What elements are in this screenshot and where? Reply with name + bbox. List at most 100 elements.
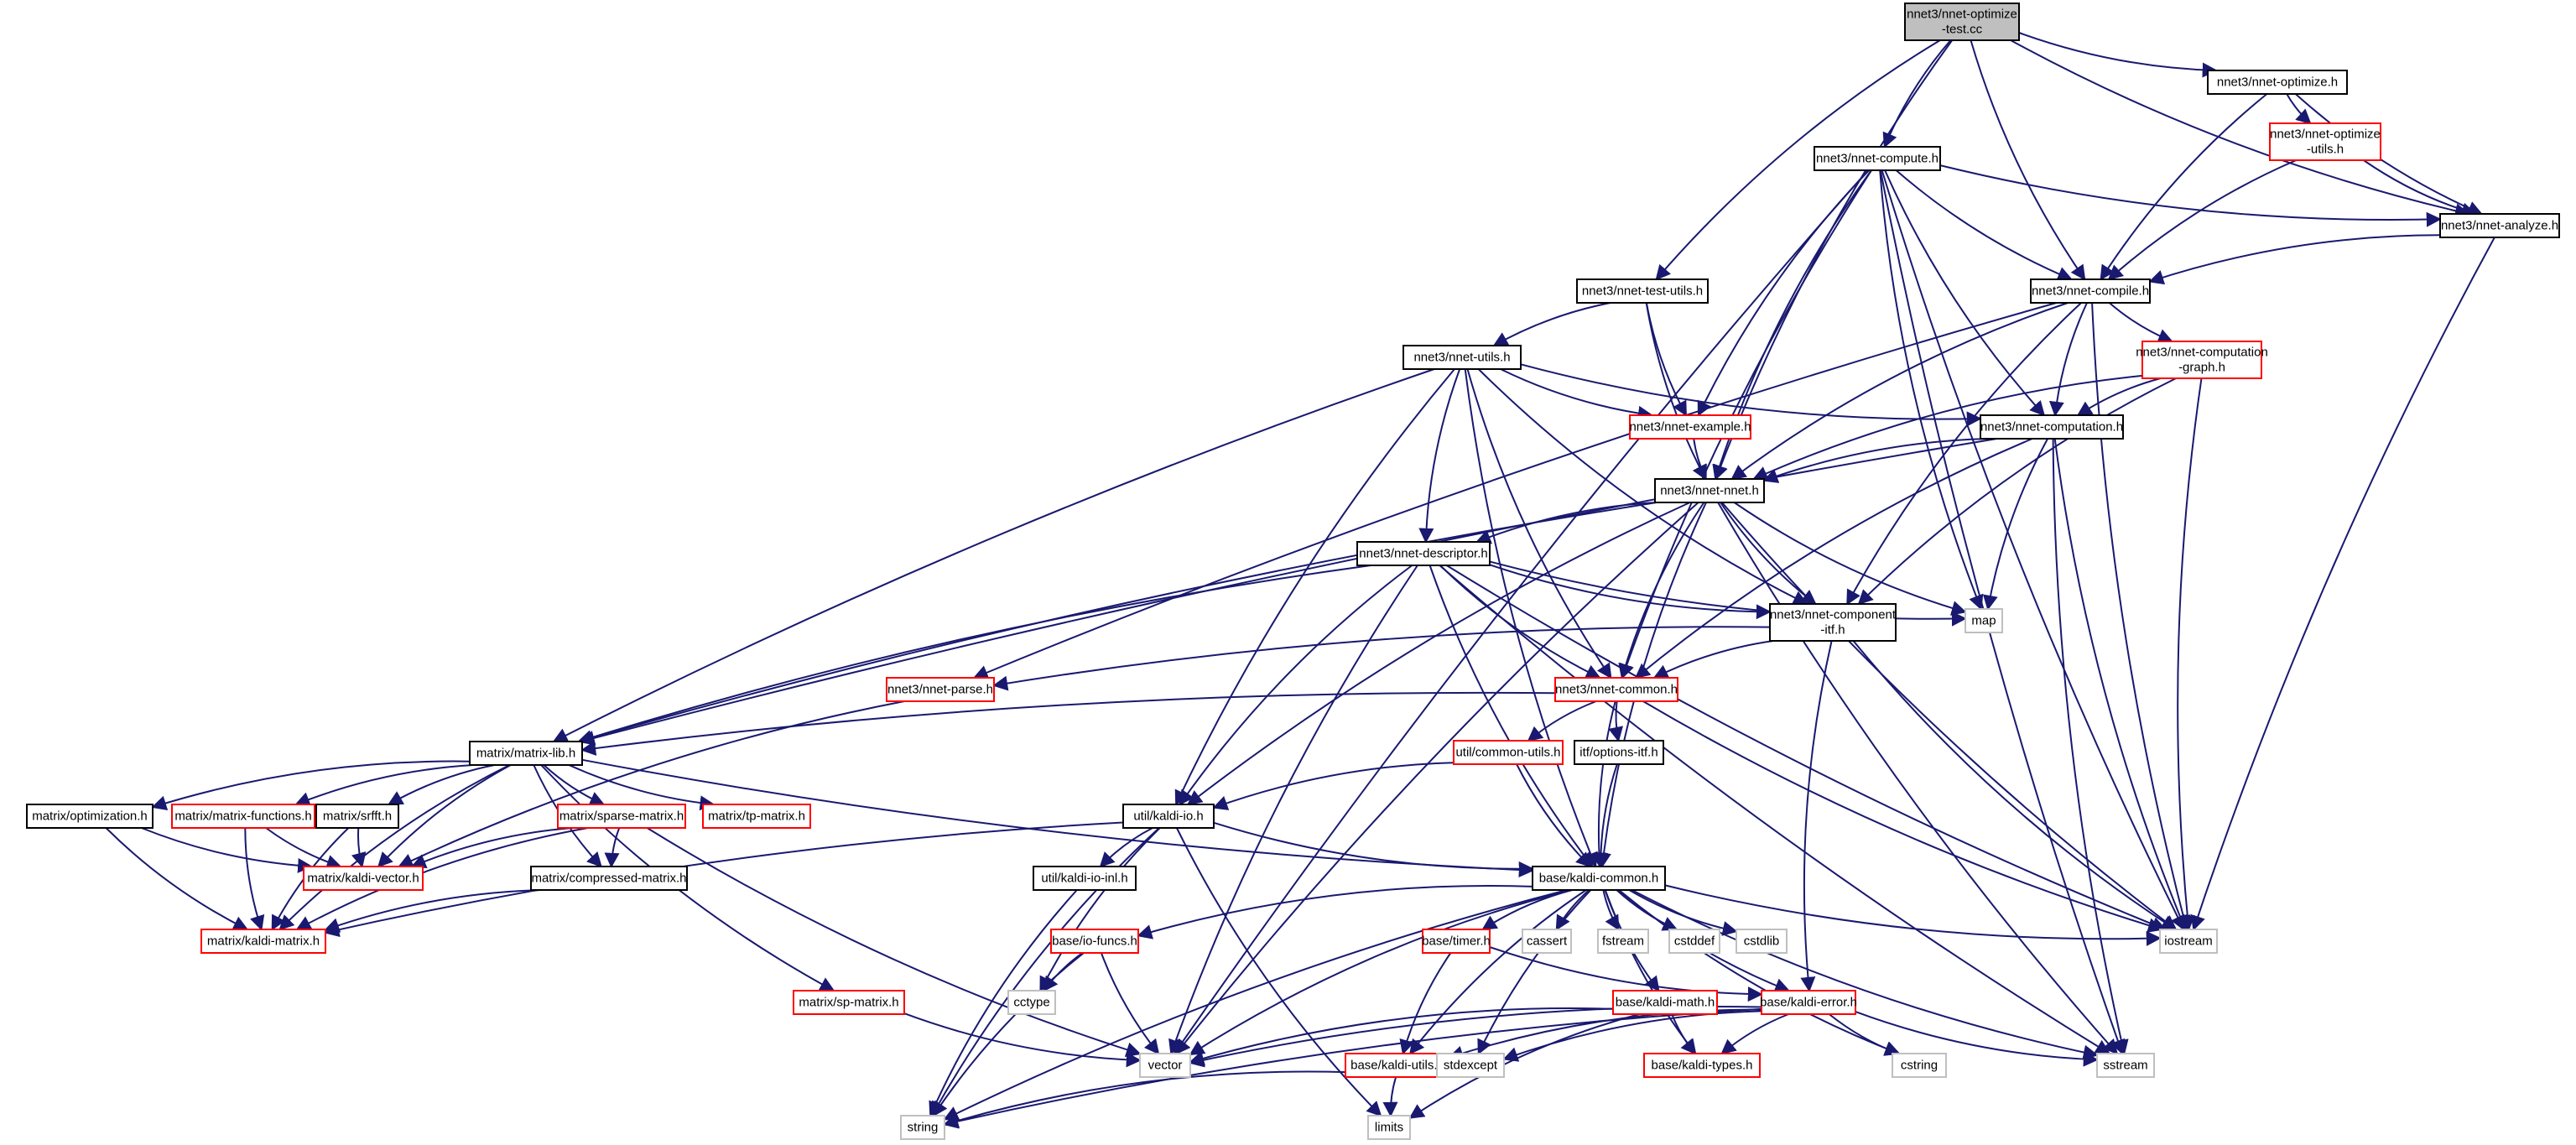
node-box-commonutils[interactable] bbox=[1453, 740, 1564, 765]
node-box-limits[interactable] bbox=[1367, 1115, 1411, 1140]
node-box-root[interactable] bbox=[1904, 3, 2020, 41]
node-box-nnet[interactable] bbox=[1654, 478, 1765, 503]
node-compile[interactable]: nnet3/nnet-compile.h bbox=[2030, 278, 2151, 304]
node-kaldicommon[interactable]: base/kaldi-common.h bbox=[1532, 866, 1666, 891]
node-kaldivector[interactable]: matrix/kaldi-vector.h bbox=[303, 866, 424, 891]
node-box-stdexcept[interactable] bbox=[1436, 1053, 1505, 1078]
node-box-kaldivector[interactable] bbox=[303, 866, 424, 891]
node-iostream[interactable]: iostream bbox=[2159, 929, 2218, 954]
node-box-cstring[interactable] bbox=[1892, 1053, 1947, 1078]
node-compressed[interactable]: matrix/compressed-matrix.h bbox=[530, 866, 688, 891]
node-nnetutils[interactable]: nnet3/nnet-utils.h bbox=[1402, 345, 1522, 370]
node-iofuncs[interactable]: base/io-funcs.h bbox=[1050, 929, 1139, 954]
node-cctype[interactable]: cctype bbox=[1007, 990, 1056, 1015]
node-box-kaldiutils[interactable] bbox=[1345, 1053, 1450, 1078]
node-box-iostream[interactable] bbox=[2159, 929, 2218, 954]
node-box-compute[interactable] bbox=[1814, 146, 1941, 171]
node-common[interactable]: nnet3/nnet-common.h bbox=[1554, 677, 1678, 702]
node-box-srfft[interactable] bbox=[315, 804, 399, 829]
node-fstream[interactable]: fstream bbox=[1597, 929, 1649, 954]
node-commonutils[interactable]: util/common-utils.h bbox=[1453, 740, 1564, 765]
node-tpmatrix[interactable]: matrix/tp-matrix.h bbox=[702, 804, 811, 829]
node-cstddef[interactable]: cstddef bbox=[1668, 929, 1720, 954]
node-box-optionsitf[interactable] bbox=[1574, 740, 1664, 765]
node-analyze[interactable]: nnet3/nnet-analyze.h bbox=[2439, 213, 2560, 238]
node-box-kaldytypes[interactable] bbox=[1643, 1053, 1761, 1078]
node-box-example[interactable] bbox=[1629, 414, 1751, 440]
node-box-fstream[interactable] bbox=[1597, 929, 1649, 954]
node-nnet[interactable]: nnet3/nnet-nnet.h bbox=[1654, 478, 1765, 503]
node-sstream[interactable]: sstream bbox=[2096, 1053, 2155, 1078]
node-optutils[interactable]: nnet3/nnet-optimize-utils.h bbox=[2269, 122, 2381, 161]
node-kaldiio[interactable]: util/kaldi-io.h bbox=[1122, 804, 1215, 829]
node-box-optimize[interactable] bbox=[2207, 70, 2348, 95]
node-compute[interactable]: nnet3/nnet-compute.h bbox=[1814, 146, 1941, 171]
node-box-vector[interactable] bbox=[1139, 1053, 1191, 1078]
node-box-kaldimatrix[interactable] bbox=[200, 929, 326, 954]
node-box-kaldicommon[interactable] bbox=[1532, 866, 1666, 891]
node-matrixlib[interactable]: matrix/matrix-lib.h bbox=[469, 741, 583, 766]
node-box-compgraph[interactable] bbox=[2141, 341, 2262, 379]
node-srfft[interactable]: matrix/srfft.h bbox=[315, 804, 399, 829]
node-kaldimath[interactable]: base/kaldi-math.h bbox=[1612, 990, 1718, 1015]
node-box-cassert[interactable] bbox=[1522, 929, 1572, 954]
node-box-kaldimath[interactable] bbox=[1612, 990, 1718, 1015]
node-box-analyze[interactable] bbox=[2439, 213, 2560, 238]
node-optimization[interactable]: matrix/optimization.h bbox=[26, 804, 154, 829]
node-cstdlib[interactable]: cstdlib bbox=[1736, 929, 1788, 954]
node-computation[interactable]: nnet3/nnet-computation.h bbox=[1980, 414, 2124, 440]
node-kaldiioinl[interactable]: util/kaldi-io-inl.h bbox=[1033, 866, 1137, 891]
node-box-timer[interactable] bbox=[1422, 929, 1491, 954]
node-descriptor[interactable]: nnet3/nnet-descriptor.h bbox=[1356, 541, 1491, 566]
node-box-cstddef[interactable] bbox=[1668, 929, 1720, 954]
node-map[interactable]: map bbox=[1965, 608, 2003, 633]
node-cassert[interactable]: cassert bbox=[1522, 929, 1572, 954]
node-box-spmatrix[interactable] bbox=[793, 990, 905, 1015]
node-box-sparse[interactable] bbox=[557, 804, 686, 829]
node-testutils[interactable]: nnet3/nnet-test-utils.h bbox=[1576, 278, 1709, 304]
node-box-cstdlib[interactable] bbox=[1736, 929, 1788, 954]
node-box-sstream[interactable] bbox=[2096, 1053, 2155, 1078]
node-box-optimization[interactable] bbox=[26, 804, 154, 829]
node-optimize[interactable]: nnet3/nnet-optimize.h bbox=[2207, 70, 2348, 95]
node-compgraph[interactable]: nnet3/nnet-computation-graph.h bbox=[2136, 341, 2268, 379]
node-spmatrix[interactable]: matrix/sp-matrix.h bbox=[793, 990, 905, 1015]
node-box-descriptor[interactable] bbox=[1356, 541, 1491, 566]
node-box-parse[interactable] bbox=[886, 677, 995, 702]
node-box-matfuncs[interactable] bbox=[171, 804, 315, 829]
node-box-compile[interactable] bbox=[2030, 278, 2151, 304]
node-example[interactable]: nnet3/nnet-example.h bbox=[1629, 414, 1751, 440]
node-matfuncs[interactable]: matrix/matrix-functions.h bbox=[171, 804, 315, 829]
node-compitf[interactable]: nnet3/nnet-component-itf.h bbox=[1769, 603, 1897, 642]
node-root[interactable]: nnet3/nnet-optimize-test.cc bbox=[1904, 3, 2020, 41]
node-box-kaldierror[interactable] bbox=[1761, 990, 1856, 1015]
node-kaldimatrix[interactable]: matrix/kaldi-matrix.h bbox=[200, 929, 326, 954]
node-box-iofuncs[interactable] bbox=[1050, 929, 1139, 954]
node-stdexcept[interactable]: stdexcept bbox=[1436, 1053, 1505, 1078]
node-kaldytypes[interactable]: base/kaldi-types.h bbox=[1643, 1053, 1761, 1078]
node-box-tpmatrix[interactable] bbox=[702, 804, 811, 829]
node-parse[interactable]: nnet3/nnet-parse.h bbox=[886, 677, 995, 702]
node-box-kaldiio[interactable] bbox=[1122, 804, 1215, 829]
node-box-map[interactable] bbox=[1965, 608, 2003, 633]
node-box-compressed[interactable] bbox=[530, 866, 688, 891]
node-box-string[interactable] bbox=[900, 1115, 945, 1140]
node-box-optutils[interactable] bbox=[2269, 122, 2381, 161]
node-sparse[interactable]: matrix/sparse-matrix.h bbox=[557, 804, 686, 829]
node-vector[interactable]: vector bbox=[1139, 1053, 1191, 1078]
node-optionsitf[interactable]: itf/options-itf.h bbox=[1574, 740, 1664, 765]
node-box-cctype[interactable] bbox=[1007, 990, 1056, 1015]
node-box-kaldiioinl[interactable] bbox=[1033, 866, 1137, 891]
node-box-testutils[interactable] bbox=[1576, 278, 1709, 304]
node-timer[interactable]: base/timer.h bbox=[1422, 929, 1491, 954]
node-box-nnetutils[interactable] bbox=[1402, 345, 1522, 370]
node-kaldierror[interactable]: base/kaldi-error.h bbox=[1760, 990, 1857, 1015]
node-kaldiutils[interactable]: base/kaldi-utils.h bbox=[1345, 1053, 1450, 1078]
node-limits[interactable]: limits bbox=[1367, 1115, 1411, 1140]
node-box-matrixlib[interactable] bbox=[469, 741, 583, 766]
node-box-compitf[interactable] bbox=[1769, 603, 1897, 642]
node-box-computation[interactable] bbox=[1980, 414, 2124, 440]
node-box-common[interactable] bbox=[1554, 677, 1678, 702]
node-cstring[interactable]: cstring bbox=[1892, 1053, 1947, 1078]
node-string[interactable]: string bbox=[900, 1115, 945, 1140]
